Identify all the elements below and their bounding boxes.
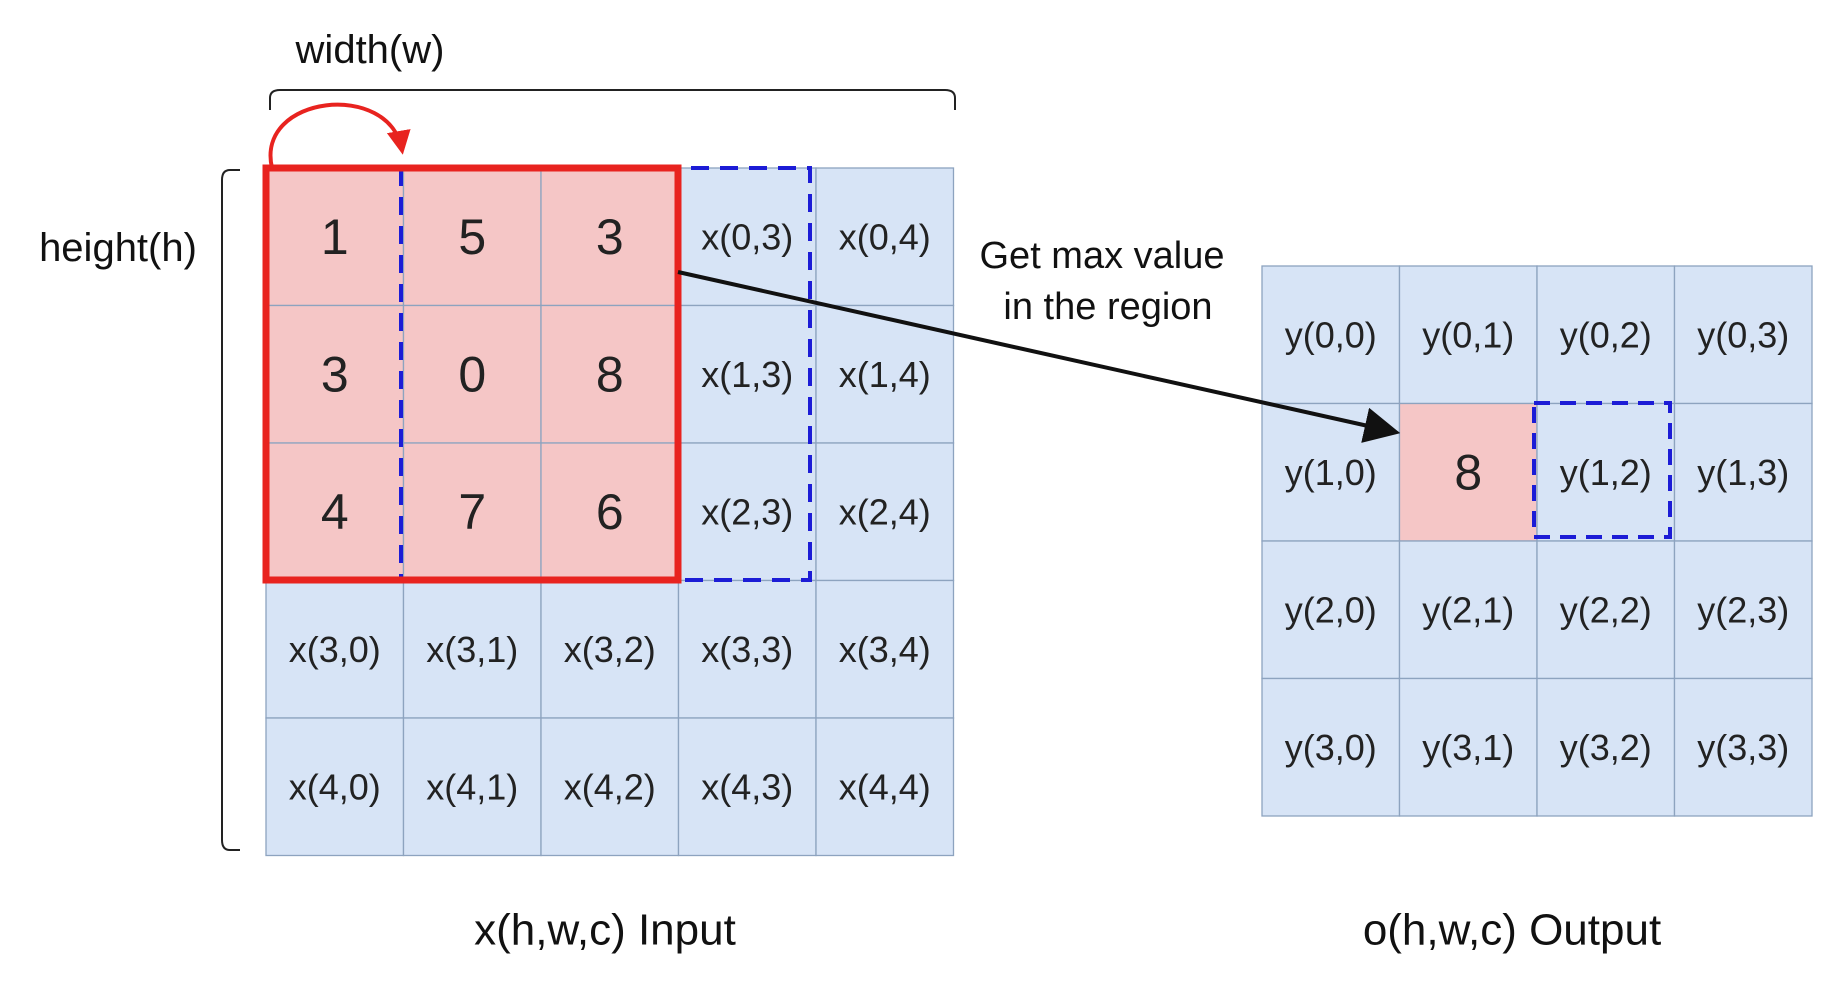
output-cell-label-1-0: y(1,0)	[1285, 452, 1377, 493]
output-cell-label-0-1: y(0,1)	[1422, 314, 1514, 355]
input-cell-label-3-3: x(3,3)	[701, 629, 793, 670]
input-cell-label-4-2: x(4,2)	[564, 766, 656, 807]
input-cell-label-1-3: x(1,3)	[701, 354, 793, 395]
input-cell-label-0-0: 1	[321, 209, 349, 265]
output-cell-label-3-1: y(3,1)	[1422, 727, 1514, 768]
annotation-line-1: Get max value	[980, 235, 1225, 277]
input-cell-3-3	[677, 579, 817, 719]
input-cell-2-1	[402, 442, 542, 582]
input-cell-label-2-4: x(2,4)	[839, 491, 931, 532]
input-cell-4-2	[540, 717, 680, 857]
output-cell-3-3	[1673, 677, 1813, 817]
input-cell-4-1	[402, 717, 542, 857]
output-cell-0-2	[1536, 265, 1676, 405]
input-cell-0-0	[265, 167, 405, 307]
input-pooling-window-outline	[262, 164, 682, 584]
input-cell-label-1-0: 3	[321, 346, 349, 402]
output-cell-label-2-2: y(2,2)	[1560, 589, 1652, 630]
output-cell-label-0-2: y(0,2)	[1560, 314, 1652, 355]
input-cell-3-1	[402, 579, 542, 719]
input-caption: x(h,w,c) Input	[474, 906, 736, 955]
output-cell-2-1	[1398, 540, 1538, 680]
input-cell-0-1	[402, 167, 542, 307]
input-cell-label-3-4: x(3,4)	[839, 629, 931, 670]
input-cell-label-4-3: x(4,3)	[701, 766, 793, 807]
output-cell-3-2	[1536, 677, 1676, 817]
input-cell-label-2-1: 7	[458, 484, 486, 540]
input-cell-label-0-3: x(0,3)	[701, 216, 793, 257]
input-grid: 1 5 3 x(0,3) x(0,4) 3 0 8 x(1,3) x(1,4) 4 7 6 x(2,3) x…	[265, 167, 955, 857]
output-grid: y(0,0) y(0,1) y(0,2) y(0,3) y(1,0) 8 y(1,2) y(1…	[1261, 265, 1813, 817]
height-brace	[221, 169, 240, 851]
output-cell-label-3-2: y(3,2)	[1560, 727, 1652, 768]
output-cell-label-2-0: y(2,0)	[1285, 589, 1377, 630]
output-next-window-outline	[1532, 401, 1672, 539]
input-cell-label-4-0: x(4,0)	[289, 766, 381, 807]
input-cell-label-4-4: x(4,4)	[839, 766, 931, 807]
output-cell-0-3	[1673, 265, 1813, 405]
input-cell-label-3-1: x(3,1)	[426, 629, 518, 670]
input-cell-label-4-1: x(4,1)	[426, 766, 518, 807]
output-cell-label-0-0: y(0,0)	[1285, 314, 1377, 355]
input-cell-label-3-2: x(3,2)	[564, 629, 656, 670]
output-cell-3-0	[1261, 677, 1401, 817]
annotation-line-2: in the region	[1003, 286, 1212, 328]
output-cell-label-1-1: 8	[1454, 444, 1482, 500]
input-cell-label-0-1: 5	[458, 209, 486, 265]
input-cell-label-0-2: 3	[596, 209, 624, 265]
output-cell-label-2-1: y(2,1)	[1422, 589, 1514, 630]
input-cell-4-0	[265, 717, 405, 857]
input-cell-3-4	[815, 579, 955, 719]
input-cell-2-4	[815, 442, 955, 582]
output-cell-1-3	[1673, 402, 1813, 542]
input-cell-1-2	[540, 304, 680, 444]
input-cell-label-2-2: 6	[596, 484, 624, 540]
stride-arrow	[268, 102, 411, 169]
output-cell-2-2	[1536, 540, 1676, 680]
input-cell-2-2	[540, 442, 680, 582]
output-cell-3-1	[1398, 677, 1538, 817]
max-value-arrow	[677, 270, 1401, 443]
output-cell-label-1-3: y(1,3)	[1697, 452, 1789, 493]
height-label: height(h)	[39, 226, 197, 270]
input-cell-0-3	[677, 167, 817, 307]
output-cell-label-3-3: y(3,3)	[1697, 727, 1789, 768]
input-cell-label-0-4: x(0,4)	[839, 216, 931, 257]
input-cell-label-2-3: x(2,3)	[701, 491, 793, 532]
input-cell-3-0	[265, 579, 405, 719]
output-caption: o(h,w,c) Output	[1363, 906, 1661, 955]
output-cell-0-1	[1398, 265, 1538, 405]
input-cell-label-1-1: 0	[458, 346, 486, 402]
output-cell-label-1-2: y(1,2)	[1560, 452, 1652, 493]
width-brace	[269, 89, 956, 110]
output-cell-2-3	[1673, 540, 1813, 680]
input-cell-3-2	[540, 579, 680, 719]
input-cell-2-3	[677, 442, 817, 582]
input-cell-4-4	[815, 717, 955, 857]
output-cell-label-2-3: y(2,3)	[1697, 589, 1789, 630]
output-cell-label-3-0: y(3,0)	[1285, 727, 1377, 768]
input-cell-0-4	[815, 167, 955, 307]
input-cell-1-0	[265, 304, 405, 444]
output-cell-1-1	[1398, 402, 1538, 542]
width-label: width(w)	[295, 28, 445, 72]
input-cell-label-1-2: 8	[596, 346, 624, 402]
input-cell-label-2-0: 4	[321, 484, 349, 540]
input-cell-label-3-0: x(3,0)	[289, 629, 381, 670]
output-cell-label-0-3: y(0,3)	[1697, 314, 1789, 355]
input-cell-label-1-4: x(1,4)	[839, 354, 931, 395]
